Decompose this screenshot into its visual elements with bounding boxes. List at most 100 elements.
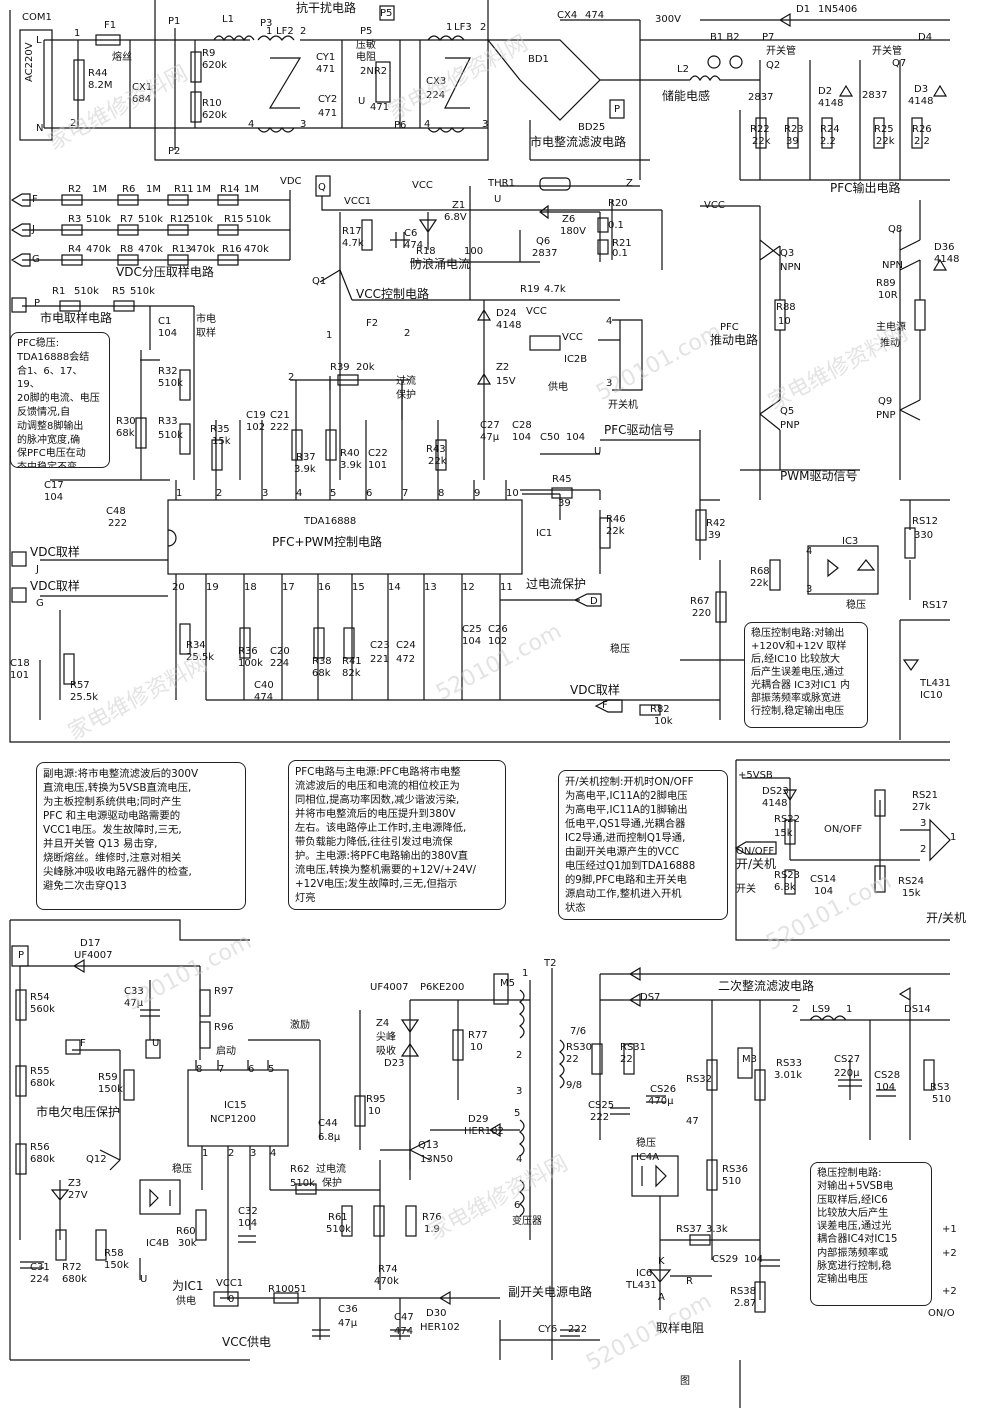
- component-label: RS3: [930, 1082, 950, 1093]
- component-label: D2: [818, 86, 832, 97]
- component-label: 2: [404, 328, 410, 339]
- component-label: RS32: [686, 1074, 712, 1085]
- component-label: 3: [262, 488, 268, 499]
- component-label: R26: [912, 124, 932, 135]
- component-label: 474: [254, 692, 273, 703]
- component-label: DS23: [762, 786, 789, 797]
- component-label: 过电流保护: [526, 577, 586, 591]
- component-label: 3.9k: [294, 464, 316, 475]
- component-label: 1: [202, 1148, 208, 1159]
- component-label: RS31: [620, 1042, 646, 1053]
- component-label: 14: [388, 582, 401, 593]
- component-label: 104: [814, 886, 833, 897]
- component-label: 150k: [104, 1260, 129, 1271]
- component-label: VCC供电: [222, 1335, 271, 1349]
- component-label: R57: [70, 680, 90, 691]
- component-label: 2: [288, 372, 294, 383]
- component-label: F1: [104, 20, 116, 31]
- component-label: 470k: [86, 244, 111, 255]
- component-label: R42: [706, 518, 726, 529]
- component-label: 471: [318, 108, 337, 119]
- component-label: 22k: [750, 578, 769, 589]
- component-label: 2837: [748, 92, 773, 103]
- component-label: IC1: [536, 528, 552, 539]
- component-label: CX1: [132, 82, 152, 93]
- component-label: L1: [222, 14, 234, 25]
- component-label: Q3: [780, 248, 794, 259]
- component-label: IC6: [636, 1268, 652, 1279]
- component-label: 4: [806, 546, 812, 557]
- component-label: IC10: [920, 690, 943, 701]
- component-label: R58: [104, 1248, 124, 1259]
- component-label: 10: [368, 1106, 381, 1117]
- component-label: Z6: [562, 214, 575, 225]
- component-label: 副开关电源电路: [508, 1284, 592, 1299]
- component-label: 16: [318, 582, 331, 593]
- component-label: C20: [270, 646, 290, 657]
- component-label: L: [36, 35, 42, 46]
- component-label: NPN: [780, 262, 801, 273]
- component-label: VDC: [280, 176, 302, 187]
- component-label: 市电: [196, 312, 216, 325]
- component-label: 470k: [190, 244, 215, 255]
- component-label: CS28: [874, 1070, 900, 1081]
- component-label: 4: [606, 316, 612, 327]
- component-label: PNP: [876, 410, 896, 421]
- component-label: 220: [692, 608, 711, 619]
- component-label: 471: [370, 102, 389, 113]
- component-label: D: [590, 596, 598, 607]
- component-label: R74: [378, 1264, 398, 1275]
- component-label: 2: [920, 844, 926, 855]
- component-label: 2837: [862, 90, 887, 101]
- component-label: 2837: [532, 248, 557, 259]
- component-label: R: [686, 1276, 693, 1287]
- component-label: 22: [620, 1054, 633, 1065]
- component-label: 22k: [876, 136, 895, 147]
- component-label: 51: [294, 1284, 307, 1295]
- component-label: D17: [80, 938, 100, 949]
- component-label: G: [36, 598, 44, 609]
- component-label: 7/6: [570, 1026, 586, 1037]
- component-label: 100: [464, 246, 483, 257]
- component-label: R20: [608, 198, 628, 209]
- component-label: 熔丝: [112, 50, 132, 63]
- component-label: 7: [402, 488, 408, 499]
- component-label: 4148: [908, 96, 933, 107]
- component-label: C36: [338, 1304, 358, 1315]
- component-label: 22: [566, 1054, 579, 1065]
- component-label: L2: [677, 64, 689, 75]
- component-label: R67: [690, 596, 710, 607]
- component-label: 510k: [138, 214, 163, 225]
- component-label: C27: [480, 420, 500, 431]
- component-label: 10k: [654, 716, 673, 727]
- component-label: VCC: [412, 180, 433, 191]
- component-label: 104: [744, 1254, 763, 1265]
- component-label: R1: [52, 286, 65, 297]
- component-label: 17: [282, 582, 295, 593]
- component-label: D30: [426, 1308, 446, 1319]
- component-label: 1M: [92, 184, 107, 195]
- component-label: LS9: [812, 1004, 830, 1015]
- component-label: C6: [404, 228, 417, 239]
- component-label: RS30: [566, 1042, 592, 1053]
- component-label: 5: [330, 488, 336, 499]
- component-label: 1: [522, 968, 528, 979]
- component-label: R35: [210, 424, 230, 435]
- component-label: 2.87: [734, 1298, 756, 1309]
- component-label: C19: [246, 410, 266, 421]
- component-label: 推动: [880, 336, 900, 349]
- component-label: 启动: [216, 1044, 236, 1057]
- component-label: 20k: [356, 362, 375, 373]
- component-label: R62: [290, 1164, 310, 1175]
- component-label: 稳压: [610, 642, 630, 655]
- component-label: 680k: [30, 1078, 55, 1089]
- component-label: R25: [874, 124, 894, 135]
- component-label: 2: [216, 488, 222, 499]
- component-label: 开关机: [608, 398, 638, 411]
- component-label: R60: [176, 1226, 196, 1237]
- component-label: 3: [516, 1086, 522, 1097]
- component-label: R19: [520, 284, 540, 295]
- component-label: R77: [468, 1030, 488, 1041]
- component-label: P7: [762, 32, 774, 43]
- component-label: 222: [270, 422, 289, 433]
